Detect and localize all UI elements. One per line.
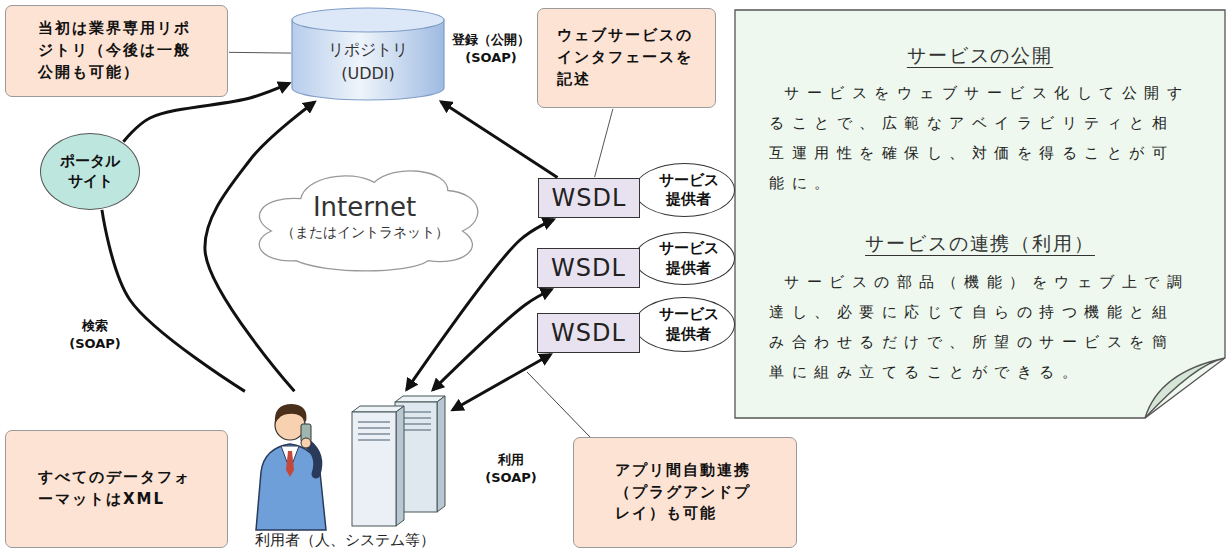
callout-box: すべてのデータフォーマットはXML [5, 430, 228, 548]
cloud-outline [259, 171, 478, 271]
note-heading: サービスの連携（利用） [865, 228, 1095, 258]
node-label: ウェブサービスのインタフェースを記述 [557, 25, 697, 90]
person-hair [275, 404, 307, 424]
provider-ellipse: サービス提供者 [634, 163, 735, 217]
callout-box: ウェブサービスのインタフェースを記述 [537, 8, 716, 108]
callout-box: 当初は業界専用リポジトリ（今後は一般公開も可能） [5, 5, 228, 97]
cylinder-top [292, 8, 444, 32]
person-hand [301, 438, 311, 448]
portal-ellipse: ポータルサイト [40, 133, 140, 210]
note-fold [1145, 358, 1225, 418]
person-arm [308, 444, 318, 474]
node-label: 当初は業界専用リポジトリ（今後は一般公開も可能） [38, 18, 195, 83]
person-tie [286, 451, 294, 477]
node-label: WSDL [551, 254, 626, 283]
server-top [352, 406, 404, 412]
node-label: サービス提供者 [657, 239, 721, 278]
arrow-connector [441, 102, 557, 178]
wsdl-box: WSDL [538, 178, 640, 218]
leader-connector [595, 109, 613, 177]
note-heading: サービスの公開 [907, 40, 1053, 70]
wsdl-box: WSDL [537, 248, 640, 288]
node-label: すべてのデータフォーマットはXML [38, 467, 195, 511]
note-panel: サービスの公開サービスをウェブサービス化して公開することで、広範なアベイラビリテ… [735, 10, 1225, 418]
note-outline [735, 10, 1225, 418]
node-label: サービス提供者 [657, 305, 721, 344]
node-label: アプリ間自動連携（プラグアンドプレイ）も可能 [615, 460, 755, 525]
note-body: サービスの部品（機能）をウェブ上で調達し、必要に応じて自らの持つ機能と組み合わせ… [769, 267, 1191, 387]
server-bays [401, 412, 431, 430]
callout-box: アプリ間自動連携（プラグアンドプレイ）も可能 [573, 437, 797, 548]
server-side [437, 396, 445, 512]
node-label: Internet [313, 192, 416, 223]
server-bays [358, 422, 390, 440]
node-label: 利用者（人、システム等） [255, 531, 435, 551]
leader-line [527, 372, 590, 437]
arrow-connector [102, 210, 245, 391]
wsdl-box: WSDL [537, 313, 640, 353]
provider-ellipse: サービス提供者 [634, 297, 735, 352]
note-body: サービスをウェブサービス化して公開することで、広範なアベイラビリティと相互運用性… [769, 78, 1191, 198]
node-label: （またはイントラネット） [281, 223, 449, 243]
leader-connector [229, 52, 291, 54]
note-outline [735, 10, 1225, 418]
internet-cloud: Internet（またはイントラネット） [242, 150, 487, 285]
edge-label: 登録（公開） (SOAP) [448, 30, 534, 67]
provider-ellipse: サービス提供者 [634, 232, 735, 285]
node-label: WSDL [552, 184, 627, 213]
edge-label: 検索 (SOAP) [66, 316, 124, 353]
arrow-connector [453, 354, 551, 410]
node-label: サービス提供者 [657, 171, 721, 210]
user-group: 利用者（人、システム等） [240, 392, 450, 550]
edge-label: 利用 (SOAP) [482, 450, 540, 487]
server-tower [352, 412, 396, 526]
repository-cylinder: リポジトリ (UDDI) [292, 8, 444, 100]
node-label: リポジトリ (UDDI) [323, 38, 413, 86]
arrow-connector [433, 290, 552, 390]
server-side [396, 406, 404, 526]
node-label: ポータルサイト [58, 152, 122, 191]
node-label: WSDL [551, 319, 626, 348]
person-suit [256, 444, 326, 530]
